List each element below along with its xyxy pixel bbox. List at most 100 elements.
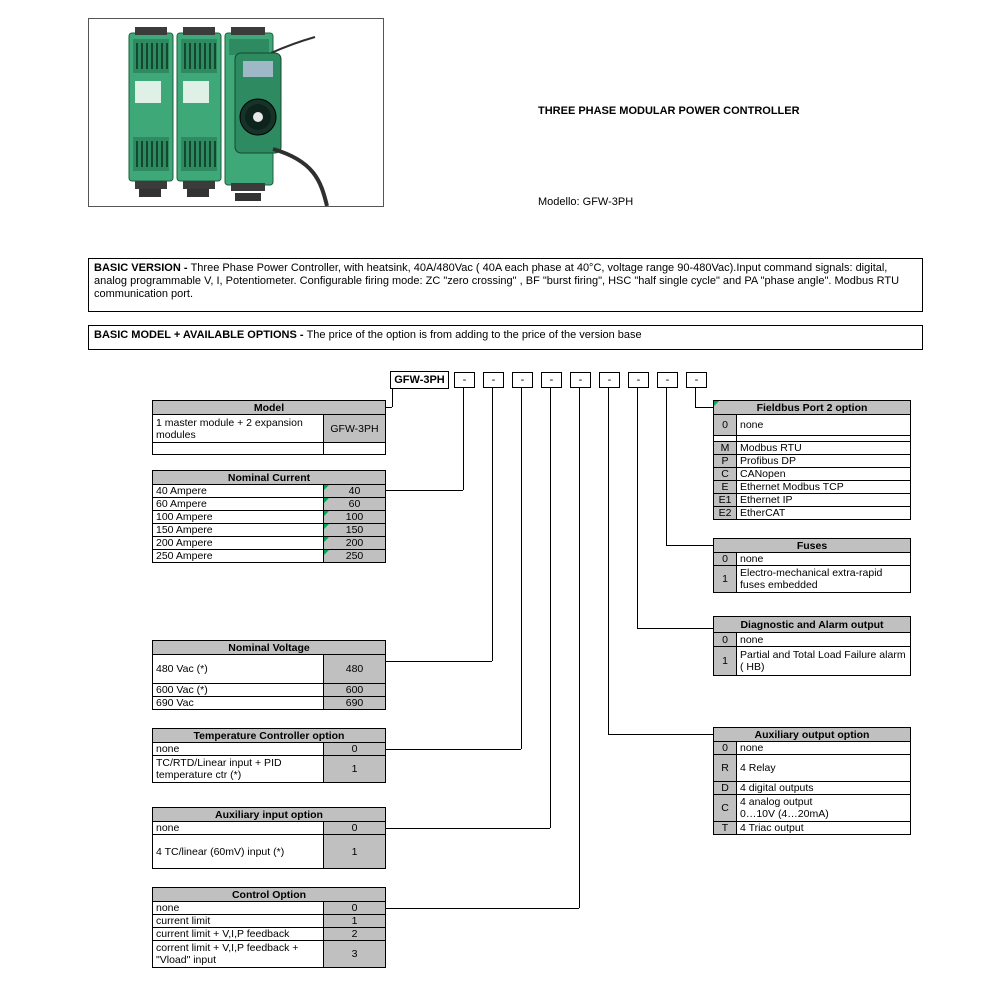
option-code: 40 — [322, 484, 387, 498]
connector-line — [492, 387, 493, 661]
option-code: D — [713, 781, 737, 795]
option-code: 0 — [322, 821, 387, 835]
table-title: Diagnostic and Alarm output — [713, 616, 911, 633]
option-code: 60 — [322, 497, 387, 511]
order-code-separator: - — [483, 372, 504, 388]
connector-line — [579, 387, 580, 908]
option-code: 250 — [322, 549, 387, 563]
option-desc: TC/RTD/Linear input + PID temperature ct… — [152, 755, 324, 783]
order-code-separator: - — [686, 372, 707, 388]
table-title: Temperature Controller option — [152, 728, 386, 743]
option-code: 200 — [322, 536, 387, 550]
option-code: 0 — [713, 414, 737, 436]
option-code: 0 — [323, 742, 386, 756]
note-marker-icon — [324, 511, 329, 516]
option-code: 1 — [323, 755, 386, 783]
option-desc: 100 Ampere — [152, 510, 324, 524]
table-title: Fieldbus Port 2 option — [713, 400, 911, 415]
page-title: THREE PHASE MODULAR POWER CONTROLLER — [538, 105, 800, 117]
option-code: P — [713, 454, 737, 468]
basic-model-text: The price of the option is from adding t… — [306, 329, 642, 341]
order-code-separator: - — [512, 372, 533, 388]
option-code: 3 — [322, 940, 387, 968]
connector-line — [392, 388, 393, 407]
option-desc: Electro-mechanical extra-rapid fuses emb… — [735, 565, 912, 593]
option-desc: 250 Ampere — [152, 549, 324, 563]
basic-model-box: BASIC MODEL + AVAILABLE OPTIONS - The pr… — [88, 325, 923, 350]
table-title: Auxiliary input option — [151, 807, 387, 822]
connector-line — [695, 407, 713, 408]
option-code: E — [713, 480, 737, 494]
option-desc: 4 digital outputs — [736, 781, 911, 795]
option-code: C — [713, 467, 737, 481]
option-desc: Modbus RTU — [736, 441, 911, 455]
table-title: Control Option — [151, 887, 387, 902]
connector-line — [383, 908, 579, 909]
note-marker-icon — [324, 524, 329, 529]
connector-line — [383, 828, 550, 829]
option-code: 0 — [713, 552, 737, 566]
option-desc: 60 Ampere — [152, 497, 324, 511]
option-desc: 4 Triac output — [736, 821, 911, 835]
option-desc: Ethernet IP — [736, 493, 911, 507]
connector-line — [521, 387, 522, 749]
option-code: 1 — [713, 646, 737, 676]
note-marker-icon — [324, 550, 329, 555]
connector-line — [463, 387, 464, 490]
connector-line — [383, 407, 392, 408]
order-code-separator: - — [599, 372, 620, 388]
table-title: Auxiliary output option — [713, 727, 911, 742]
connector-line — [695, 387, 696, 407]
option-desc: none — [152, 901, 324, 915]
model-label: Modello: GFW-3PH — [538, 196, 634, 208]
table-title: Model — [152, 400, 386, 415]
option-code: 600 — [322, 683, 387, 697]
order-code-separator: - — [570, 372, 591, 388]
option-desc: Profibus DP — [736, 454, 911, 468]
option-desc: 4 TC/linear (60mV) input (*) — [152, 834, 324, 869]
connector-line — [383, 749, 521, 750]
option-desc: Ethernet Modbus TCP — [736, 480, 911, 494]
product-image — [128, 27, 329, 207]
option-code: M — [713, 441, 737, 455]
order-code-separator: - — [628, 372, 649, 388]
option-desc: none — [736, 741, 911, 755]
order-code-separator: - — [454, 372, 475, 388]
empty-cell — [152, 442, 324, 455]
order-code-separator: - — [657, 372, 678, 388]
option-code: 0 — [713, 632, 737, 647]
option-desc: 480 Vac (*) — [152, 654, 324, 684]
connector-line — [666, 545, 713, 546]
option-desc: CANopen — [736, 467, 911, 481]
option-desc: none — [735, 552, 912, 566]
option-desc: corrent limit + V,I,P feedback + "Vload"… — [152, 940, 324, 968]
option-code: 100 — [322, 510, 387, 524]
nominal-voltage-table: Nominal Voltage 480 Vac (*)480 600 Vac (… — [151, 640, 387, 710]
option-code: 480 — [322, 654, 387, 684]
option-code: 1 — [713, 565, 737, 593]
option-desc: EtherCAT — [736, 506, 911, 520]
option-code: T — [713, 821, 737, 835]
option-desc: current limit — [152, 914, 324, 928]
option-desc: none — [152, 821, 324, 835]
connector-line — [608, 734, 713, 735]
option-code: E1 — [713, 493, 737, 507]
connector-line — [383, 490, 463, 491]
note-marker-icon — [324, 537, 329, 542]
connector-line — [608, 387, 609, 734]
option-desc: 200 Ampere — [152, 536, 324, 550]
option-code: GFW-3PH — [323, 414, 386, 443]
option-code: E2 — [713, 506, 737, 520]
option-desc: none — [736, 632, 911, 647]
option-code: 2 — [322, 927, 387, 941]
basic-version-box: BASIC VERSION - Three Phase Power Contro… — [88, 258, 923, 312]
order-code-separator: - — [541, 372, 562, 388]
product-image-frame — [88, 18, 384, 207]
